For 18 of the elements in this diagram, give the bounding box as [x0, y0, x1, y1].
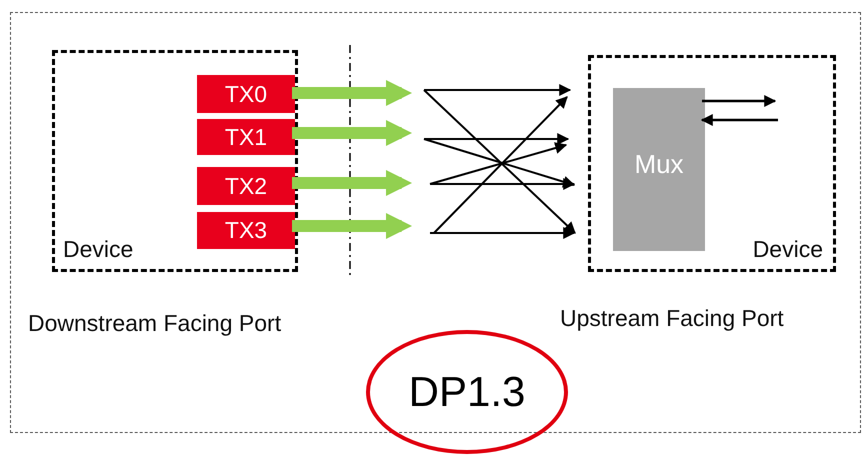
highlight-ellipse: DP1.3 [366, 330, 568, 454]
box-label: Device [752, 236, 823, 263]
device-box [588, 55, 836, 272]
caption-text: Upstream Facing Port [560, 305, 784, 332]
arrow [292, 120, 412, 146]
device-box [52, 50, 298, 272]
arrow [292, 213, 412, 239]
caption-text: Downstream Facing Port [28, 310, 282, 337]
transmitter-box: TX1 [197, 119, 295, 155]
arrow [700, 114, 778, 126]
transmitter-box: TX3 [197, 212, 295, 249]
arrow [292, 170, 412, 196]
arrow [292, 80, 412, 106]
arrow [702, 95, 776, 107]
transmitter-box: TX2 [197, 167, 295, 205]
box-label: Device [63, 236, 134, 263]
multiplexer-box: Mux [613, 88, 705, 251]
transmitter-box: TX0 [197, 75, 295, 113]
